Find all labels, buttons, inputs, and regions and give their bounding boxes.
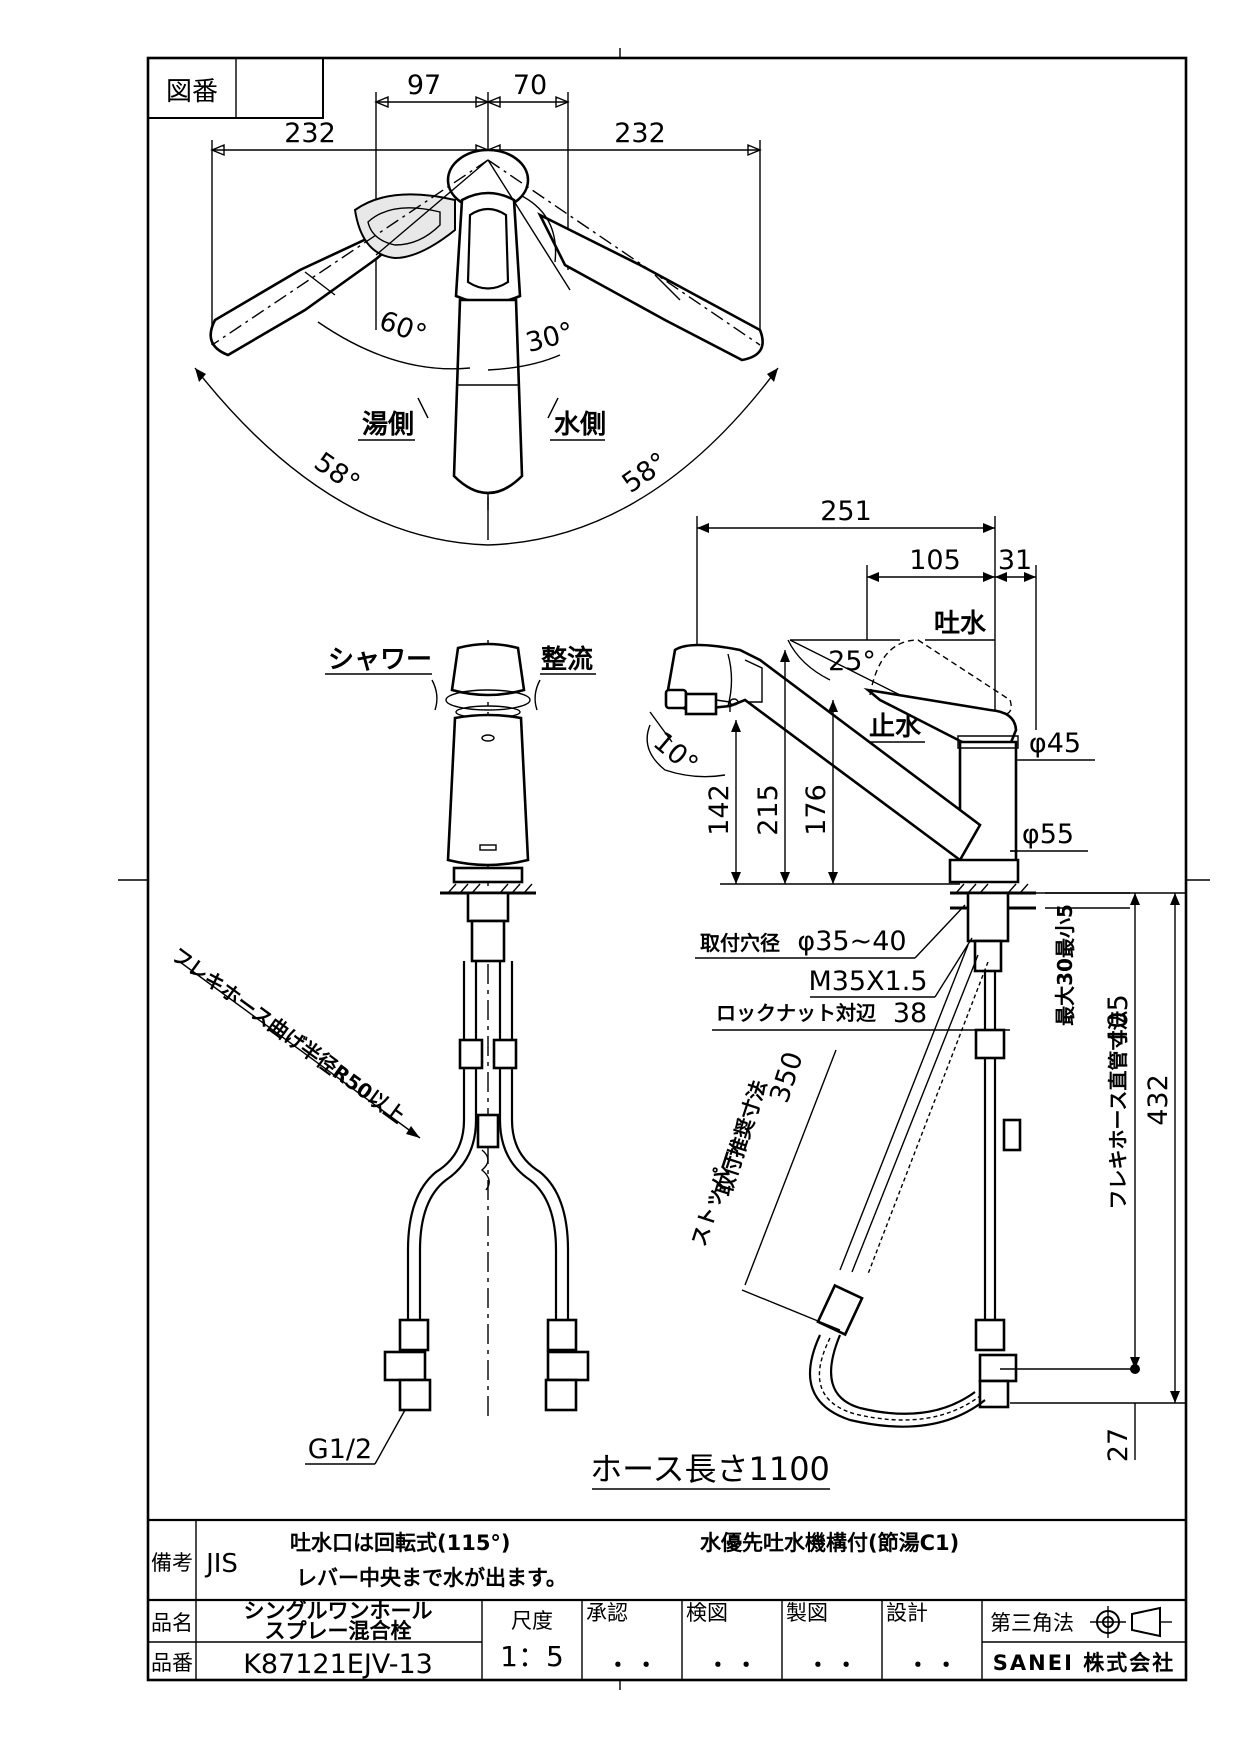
dim-432: 432 [1143,1074,1174,1126]
dim-232-left: 232 [284,118,336,149]
seiryu-label: 整流 [541,644,593,675]
dim-105: 105 [909,545,961,576]
kenzu-dots: ・ ・ [707,1653,756,1677]
projection-label: 第三角法 [990,1611,1074,1635]
biko-label: 備考 [151,1551,193,1575]
nut-value: 38 [893,998,927,1029]
dim-176: 176 [801,784,832,836]
shakudo-label: 尺度 [511,1609,553,1633]
hinmei-line-2: スプレー混合栓 [265,1619,412,1643]
title-block: 品名 シングルワンホール スプレー混合栓 品番 K87121EJV-13 尺度 … [148,1599,1186,1680]
shonin-dots: ・ ・ [607,1653,656,1677]
angle-60: 60° [375,305,431,350]
jis-label: JIS [204,1549,238,1579]
angle-30: 30° [523,317,577,359]
lever-center [446,148,530,510]
angle-25: 25° [828,646,876,677]
stopper-label-2: 取付推奨寸法 [711,1077,771,1199]
thread-label: M35X1.5 [808,966,927,997]
flex-bend-radius: フレキホース曲げ半径R50以上 [167,943,409,1128]
lever-left-rotated [209,193,456,357]
drawing-number-box: 図番 [147,57,324,119]
dim-27: 27 [1103,1428,1134,1462]
angle-10: 10° [647,726,704,781]
side-view: 251 105 31 吐水 25° 止水 φ45 10° [590,496,1186,1490]
kenzu-label: 検図 [686,1601,728,1625]
phi55: φ55 [1022,819,1074,850]
third-angle-projection-icon [1090,1606,1172,1638]
dim-97: 97 [407,70,441,101]
angle-58-right: 58° [617,447,674,500]
shonin-label: 承認 [586,1601,628,1625]
g12-label: G1/2 [308,1434,372,1465]
note-1: 吐水口は回転式(115°) [290,1531,511,1555]
hole-value: φ35~40 [797,926,906,957]
shower-label: シャワー [328,645,432,675]
lever-right-rotated [519,194,764,362]
hole-label: 取付穴径 [700,931,780,955]
phi45: φ45 [1029,728,1081,759]
drawing-border [146,56,1188,1682]
dim-31: 31 [998,545,1032,576]
zuban-label: 図番 [166,77,218,107]
dim-215: 215 [753,784,784,836]
hinban-label: 品番 [151,1651,193,1675]
dim-350: 350 [764,1048,809,1107]
sekkei-dots: ・ ・ [907,1653,956,1677]
max-thickness: 最大30最小5 [1053,904,1077,1026]
seizu-dots: ・ ・ [807,1653,856,1677]
cold-side-label: 水側 [554,410,606,440]
hinmei-line-1: シングルワンホール [244,1599,433,1623]
shakudo-value: 1：5 [500,1640,564,1673]
tosui-label: 吐水 [934,609,987,639]
notes-row: 備考 JIS 吐水口は回転式(115°) レバー中央まで水が出ます。 水優先吐水… [148,1518,1186,1680]
front-view: シャワー 整流 フレキホース曲げ半 [167,640,596,1465]
seizu-label: 製図 [786,1601,828,1625]
note-3: 水優先吐水機構付(節湯C1) [700,1531,959,1555]
angle-58-left: 58° [308,447,365,500]
nut-label: ロックナット対辺 [716,1001,876,1025]
hose-length: ホース長さ1100 [590,1450,830,1488]
hinmei-label: 品名 [151,1611,193,1635]
company-name: SANEI 株式会社 [993,1651,1175,1675]
flex-straight-label: フレキホース直管寸法 [1106,1011,1130,1210]
note-2: レバー中央まで水が出ます。 [296,1566,567,1590]
sekkei-label: 設計 [886,1601,928,1625]
top-view: 97 70 232 232 [194,70,779,546]
dim-251: 251 [820,496,872,527]
hinban-value: K87121EJV-13 [243,1649,433,1680]
dim-142: 142 [704,784,735,836]
dim-70: 70 [513,70,547,101]
dim-405: 405 [1103,994,1134,1046]
dim-232-right: 232 [614,118,666,149]
hot-side-label: 湯側 [362,410,414,440]
